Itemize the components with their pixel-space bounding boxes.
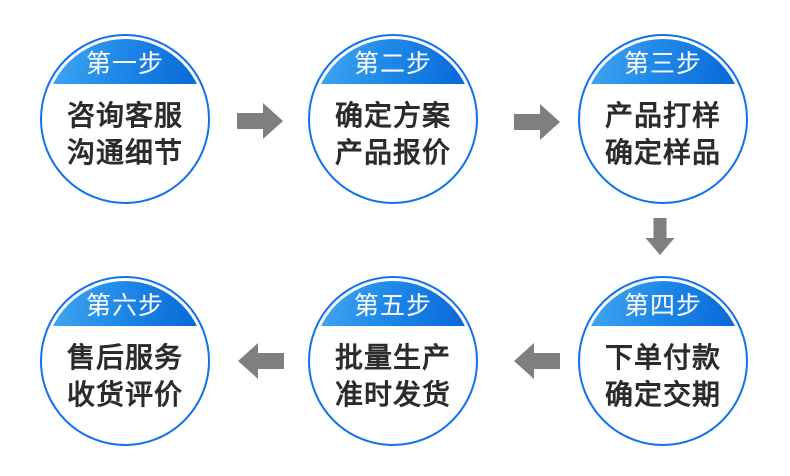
step-1-description: 咨询客服 沟通细节 xyxy=(42,97,208,171)
step-1-line1: 咨询客服 xyxy=(66,100,183,131)
step-3-label: 第三步 xyxy=(623,50,702,78)
step-4-line2: 确定交期 xyxy=(604,379,721,410)
step-4-header-clip xyxy=(583,281,743,441)
step-4-header-band xyxy=(583,281,743,326)
step-circle-2: 第二步 确定方案 产品报价 xyxy=(308,34,478,204)
step-1-label: 第一步 xyxy=(85,50,164,78)
step-5-description: 批量生产 准时发货 xyxy=(310,339,476,413)
step-1-header-band xyxy=(45,39,205,84)
arrow-right-icon xyxy=(237,102,283,140)
step-circle-5: 第五步 批量生产 准时发货 xyxy=(308,276,478,446)
step-circle-3: 第三步 产品打样 确定样品 xyxy=(578,34,748,204)
step-1-line2: 沟通细节 xyxy=(66,137,183,168)
arrow-left-icon xyxy=(514,342,560,380)
step-6-line2: 收货评价 xyxy=(66,379,183,410)
step-3-line2: 确定样品 xyxy=(604,137,721,168)
step-2-description: 确定方案 产品报价 xyxy=(310,97,476,171)
step-5-label: 第五步 xyxy=(353,292,432,320)
step-3-description: 产品打样 确定样品 xyxy=(580,97,746,171)
step-3-header-clip xyxy=(583,39,743,199)
step-6-header-band xyxy=(45,281,205,326)
arrow-right-icon xyxy=(514,103,560,141)
step-3-header-band xyxy=(583,39,743,84)
step-2-line2: 产品报价 xyxy=(334,137,451,168)
step-6-description: 售后服务 收货评价 xyxy=(42,339,208,413)
step-6-line1: 售后服务 xyxy=(66,342,183,373)
step-4-description: 下单付款 确定交期 xyxy=(580,339,746,413)
step-circle-4: 第四步 下单付款 确定交期 xyxy=(578,276,748,446)
step-circle-1: 第一步 咨询客服 沟通细节 xyxy=(40,34,210,204)
step-2-header-band xyxy=(313,39,473,84)
step-5-header-clip xyxy=(313,281,473,441)
step-2-label: 第二步 xyxy=(353,50,432,78)
step-3-line1: 产品打样 xyxy=(604,100,721,131)
step-2-header-clip xyxy=(313,39,473,199)
step-6-label: 第六步 xyxy=(85,292,164,320)
step-4-label: 第四步 xyxy=(623,292,702,320)
step-1-header-clip xyxy=(45,39,205,199)
arrow-down-icon xyxy=(645,218,675,256)
step-6-header-clip xyxy=(45,281,205,441)
step-5-header-band xyxy=(313,281,473,326)
step-circle-6: 第六步 售后服务 收货评价 xyxy=(40,276,210,446)
step-4-line1: 下单付款 xyxy=(604,342,721,373)
step-5-line1: 批量生产 xyxy=(334,342,451,373)
step-5-line2: 准时发货 xyxy=(334,379,451,410)
step-2-line1: 确定方案 xyxy=(334,100,451,131)
arrow-left-icon xyxy=(238,342,284,380)
